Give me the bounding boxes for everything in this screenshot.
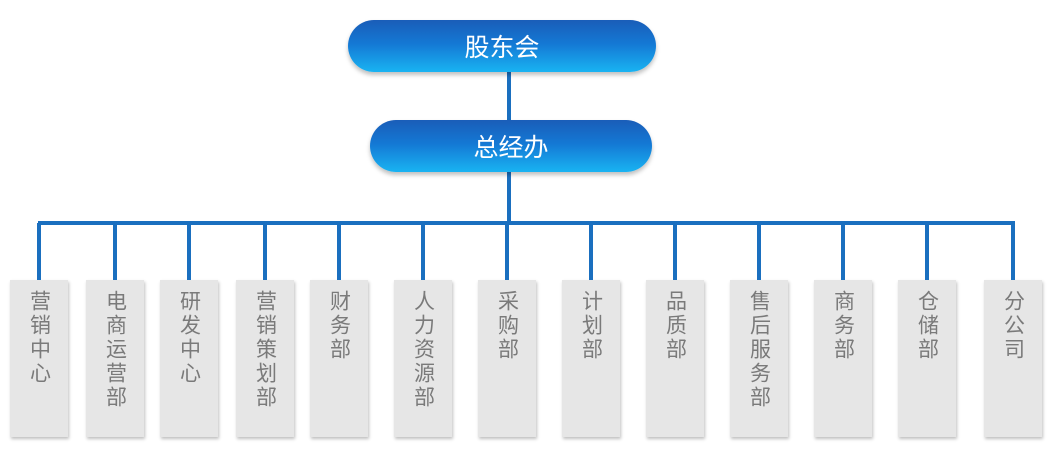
- department-box: 售后服务部: [730, 280, 788, 437]
- department-box: 计划部: [562, 280, 620, 437]
- node-shareholders: 股东会: [348, 20, 656, 72]
- department-box: 采购部: [478, 280, 536, 437]
- department-box: 品质部: [646, 280, 704, 437]
- department-label: 财务部: [327, 290, 352, 362]
- department-label: 计划部: [579, 290, 604, 362]
- dept-connector: [841, 223, 845, 280]
- department-label: 采购部: [495, 290, 520, 362]
- department-label: 人力资源部: [411, 290, 436, 410]
- department-box: 分公司: [984, 280, 1042, 437]
- department-label: 研发中心: [177, 290, 202, 386]
- connector-top: [507, 72, 511, 122]
- department-box: 营销策划部: [236, 280, 294, 437]
- connector-horizontal: [38, 221, 1015, 225]
- dept-connector: [1011, 223, 1015, 280]
- department-box: 人力资源部: [394, 280, 452, 437]
- department-label: 品质部: [663, 290, 688, 362]
- department-box: 电商运营部: [86, 280, 144, 437]
- dept-connector: [37, 223, 41, 280]
- dept-connector: [187, 223, 191, 280]
- connector-middle: [507, 172, 511, 224]
- department-label: 商务部: [831, 290, 856, 362]
- dept-connector: [673, 223, 677, 280]
- node-general-office-label: 总经办: [473, 133, 549, 162]
- department-label: 营销策划部: [253, 290, 278, 410]
- department-label: 电商运营部: [103, 290, 128, 410]
- dept-connector: [505, 223, 509, 280]
- dept-connector: [263, 223, 267, 280]
- department-box: 仓储部: [898, 280, 956, 437]
- department-label: 营销中心: [27, 290, 52, 386]
- dept-connector: [421, 223, 425, 280]
- department-label: 仓储部: [915, 290, 940, 362]
- department-box: 财务部: [310, 280, 368, 437]
- dept-connector: [337, 223, 341, 280]
- dept-connector: [757, 223, 761, 280]
- department-box: 商务部: [814, 280, 872, 437]
- node-shareholders-label: 股东会: [464, 33, 540, 62]
- node-general-office: 总经办: [370, 120, 652, 172]
- department-label: 分公司: [1001, 290, 1026, 362]
- department-box: 营销中心: [10, 280, 68, 437]
- dept-connector: [589, 223, 593, 280]
- dept-connector: [113, 223, 117, 280]
- department-box: 研发中心: [160, 280, 218, 437]
- dept-connector: [925, 223, 929, 280]
- department-label: 售后服务部: [747, 290, 772, 410]
